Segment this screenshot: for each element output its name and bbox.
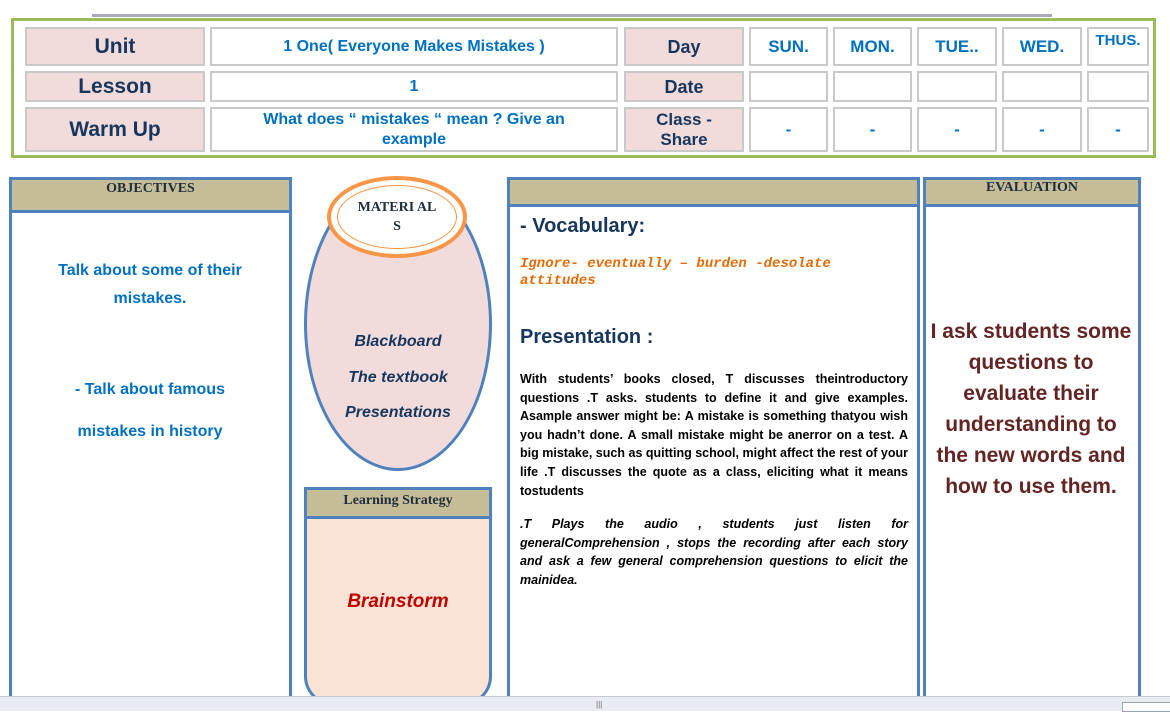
presentation-heading: Presentation : (520, 326, 654, 348)
material-item-presentations: Presentations (345, 404, 451, 421)
class-share-sun: - (749, 107, 828, 152)
day-mon: MON. (833, 27, 912, 66)
presentation-paragraph-1: With students’ books closed, T discusses… (520, 372, 908, 498)
date-sun (749, 71, 828, 102)
horizontal-scrollbar[interactable] (0, 696, 1170, 711)
material-item-blackboard: Blackboard (354, 333, 442, 350)
date-mon (833, 71, 912, 102)
day-tue: TUE.. (917, 27, 997, 66)
page-top-rule (92, 14, 1052, 17)
lesson-value: 1 (210, 71, 618, 102)
evaluation-text: I ask students some questions to evaluat… (930, 320, 1132, 498)
materials-heading-ellipse: MATERI ALS (327, 176, 467, 258)
learning-strategy-heading: Learning Strategy (304, 487, 492, 519)
evaluation-panel (923, 177, 1141, 696)
day-sun: SUN. (749, 27, 828, 66)
day-thus: THUS. (1087, 27, 1149, 66)
class-share-wed: - (1002, 107, 1082, 152)
date-wed (1002, 71, 1082, 102)
date-tue (917, 71, 997, 102)
day-wed: WED. (1002, 27, 1082, 66)
vocabulary-heading: - Vocabulary: (520, 215, 646, 237)
vocabulary-words: Ignore- eventually – burden -desolate at… (520, 256, 831, 289)
evaluation-heading: EVALUATION (923, 177, 1141, 207)
warmup-value: What does “ mistakes “ mean ? Give an ex… (210, 107, 618, 152)
date-thus (1087, 71, 1149, 102)
lesson-label: Lesson (25, 71, 205, 102)
class-share-thus: - (1087, 107, 1149, 152)
learning-strategy-value: Brainstorm (347, 591, 449, 612)
date-label: Date (624, 71, 744, 102)
sheet-tab[interactable] (1122, 702, 1170, 712)
procedure-heading-bar (507, 177, 920, 207)
class-share-tue: - (917, 107, 997, 152)
objective-item-2: - Talk about famous mistakes in history (75, 381, 225, 440)
unit-label: Unit (25, 27, 205, 66)
learning-strategy-panel (304, 516, 492, 706)
unit-value: 1 One( Everyone Makes Mistakes ) (210, 27, 618, 66)
lesson-header-table: Unit 1 One( Everyone Makes Mistakes ) Da… (11, 18, 1156, 158)
warmup-label: Warm Up (25, 107, 205, 152)
presentation-paragraph-2: .T Plays the audio , students just liste… (520, 517, 908, 587)
day-label: Day (624, 27, 744, 66)
scrollbar-grip-icon[interactable]: ||| (596, 700, 603, 709)
objectives-heading: OBJECTIVES (9, 177, 292, 213)
class-share-label: Class - Share (624, 107, 744, 152)
class-share-mon: - (833, 107, 912, 152)
material-item-textbook: The textbook (348, 369, 448, 386)
objectives-panel (9, 177, 292, 696)
objective-item-1: Talk about some of their mistakes. (58, 262, 242, 307)
procedure-panel (507, 177, 920, 696)
materials-heading: MATERI ALS (357, 200, 437, 234)
